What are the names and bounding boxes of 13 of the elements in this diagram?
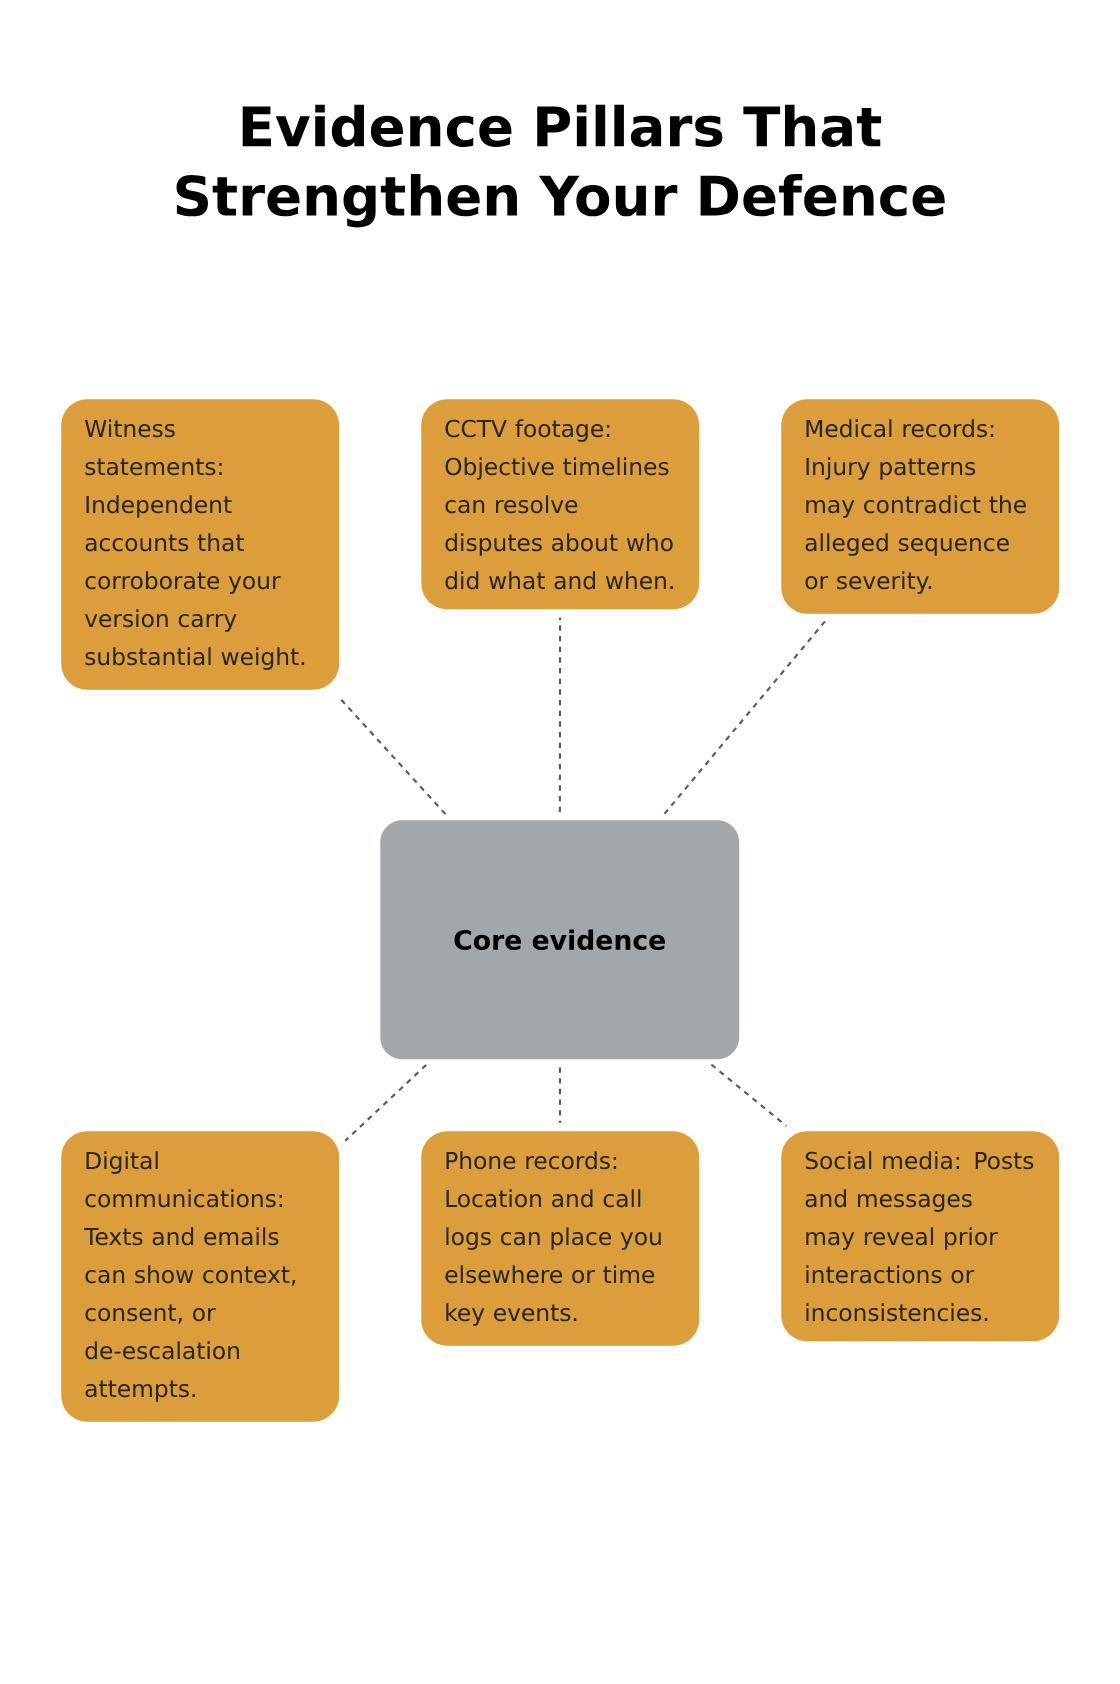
connector-line <box>710 1063 787 1127</box>
connector-line <box>558 617 562 812</box>
connector-line <box>344 1064 427 1142</box>
connector-line <box>663 619 827 815</box>
evidence-box: Digital communications: Texts and emails can show context, consent, or de-escalation attempts. <box>61 1131 340 1422</box>
connector-line <box>558 1067 562 1123</box>
evidence-box: Medical records: Injury patterns may contradict the alleged sequence or severity. <box>781 399 1060 614</box>
evidence-box: Social media: Posts and messages may reveal prior interactions or inconsistencies. <box>781 1131 1060 1342</box>
evidence-box: Witness statements: Independent accounts that corroborate your version carry substantial weight. <box>61 399 340 690</box>
evidence-box: Phone records: Location and call logs can place you elsewhere or time key events. <box>421 1131 700 1346</box>
core-box: Core evidence <box>380 820 740 1060</box>
title: Evidence Pillars That Strengthen Your Defence <box>176 104 945 228</box>
evidence-box: CCTV footage: Objective timelines can resolve disputes about who did what and when. <box>421 399 700 610</box>
